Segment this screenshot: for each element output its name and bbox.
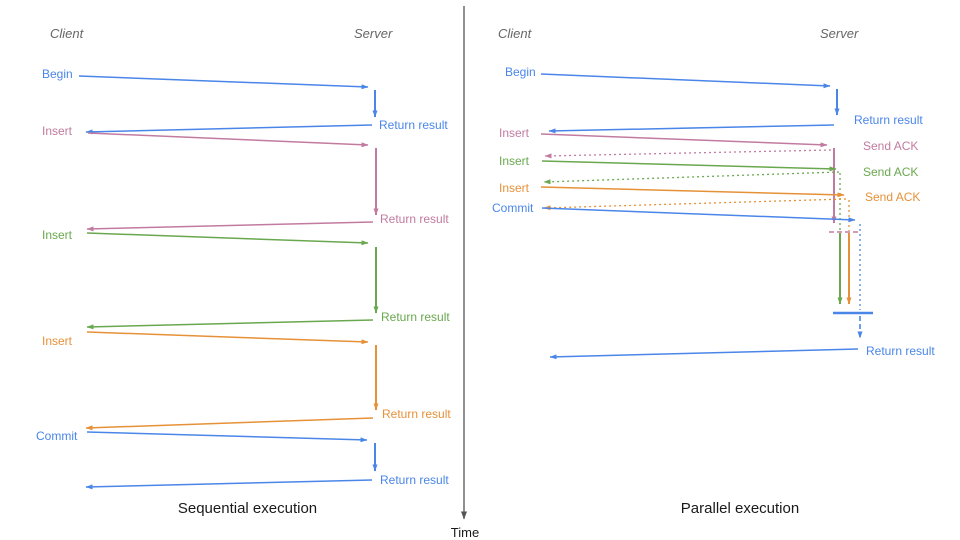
par-insert1-cycle bbox=[540, 133, 858, 233]
par-insert2-cycle bbox=[541, 160, 843, 305]
seq-insert2-cycle bbox=[86, 232, 379, 330]
seq-response-label: Return result bbox=[379, 118, 448, 132]
par-request-label-insert1: Insert bbox=[499, 126, 530, 140]
seq-insert1-cycle bbox=[86, 132, 379, 232]
seq-request-label-begin: Begin bbox=[42, 67, 73, 81]
seq-request-label-commit: Commit bbox=[36, 429, 78, 443]
seq-response-label: Return result bbox=[381, 310, 450, 324]
seq-response-label: Return result bbox=[382, 407, 451, 421]
par-request-label-commit: Commit bbox=[492, 201, 534, 215]
par-response-label: Return result bbox=[866, 344, 935, 358]
par-ack-label: Send ACK bbox=[863, 139, 919, 153]
sequential-title: Sequential execution bbox=[177, 500, 318, 517]
seq-response-label: Return result bbox=[380, 473, 449, 487]
par-begin-cycle bbox=[540, 73, 840, 134]
seq-client-header: Client bbox=[50, 26, 84, 41]
seq-commit-cycle bbox=[85, 431, 378, 490]
parallel-title: Parallel execution bbox=[680, 500, 800, 517]
par-ack-label: Send ACK bbox=[863, 165, 919, 179]
par-insert3-cycle bbox=[540, 186, 852, 305]
par-request-label-begin: Begin bbox=[505, 65, 536, 79]
par-request-label-insert2: Insert bbox=[499, 154, 530, 168]
seq-response-label: Return result bbox=[380, 212, 449, 226]
par-response-label: Return result bbox=[854, 113, 923, 127]
par-request-label-insert3: Insert bbox=[499, 181, 530, 195]
seq-insert3-cycle bbox=[85, 331, 379, 431]
par-server-header: Server bbox=[820, 26, 859, 41]
seq-request-label-insert3: Insert bbox=[42, 334, 73, 348]
par-commit-cycle bbox=[541, 207, 873, 360]
seq-server-header: Server bbox=[354, 26, 393, 41]
seq-request-label-insert1: Insert bbox=[42, 124, 73, 138]
seq-begin-cycle bbox=[78, 75, 378, 135]
par-ack-label: Send ACK bbox=[865, 190, 921, 204]
par-client-header: Client bbox=[498, 26, 532, 41]
time-axis-label: Time bbox=[450, 525, 480, 540]
seq-request-label-insert2: Insert bbox=[42, 228, 73, 242]
